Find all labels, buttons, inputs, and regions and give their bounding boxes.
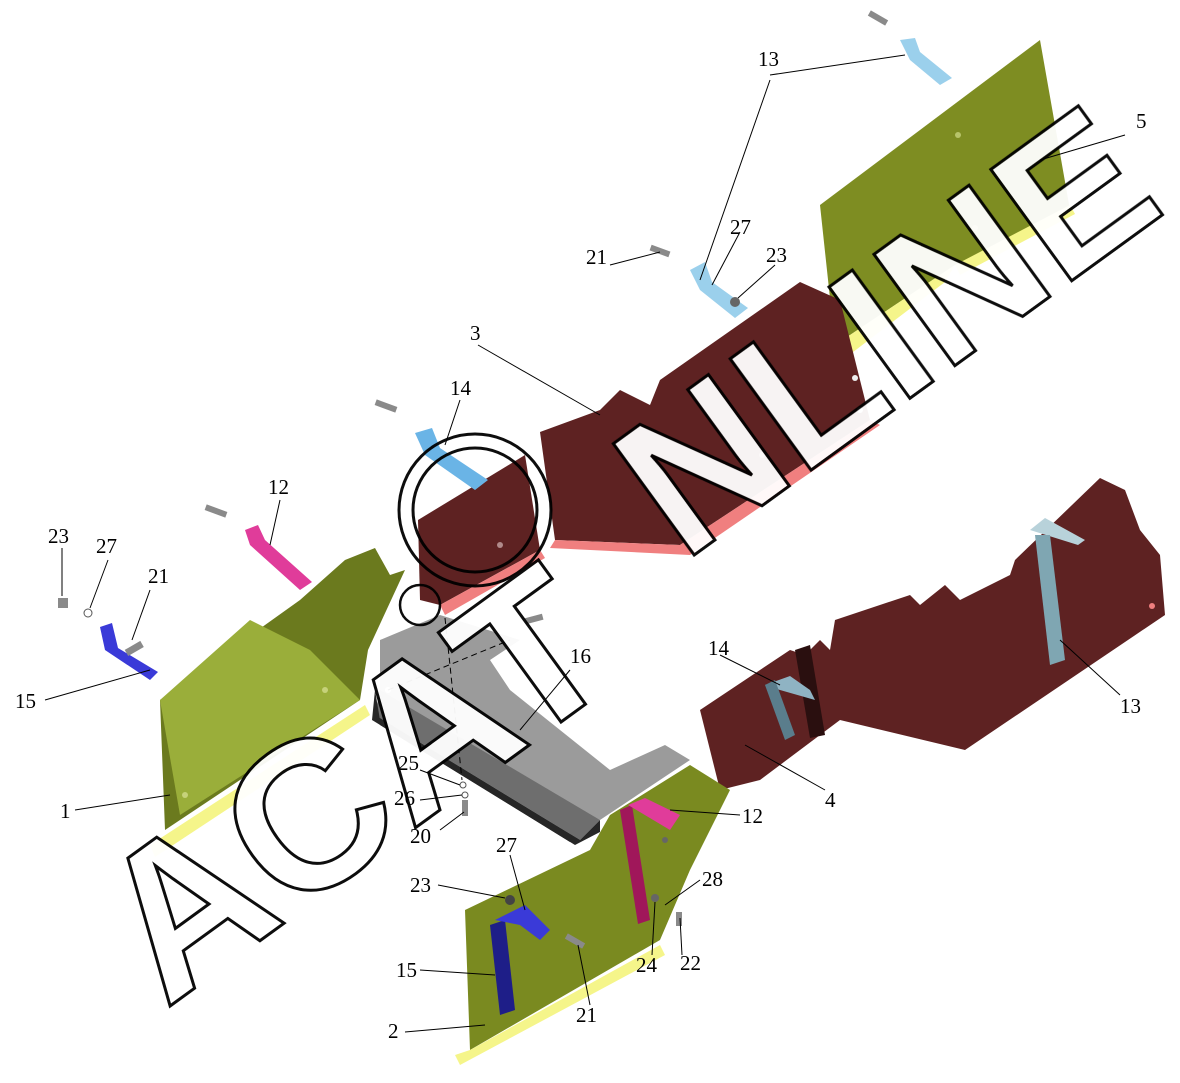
assembly-line — [444, 617, 463, 781]
fasteners — [58, 10, 889, 949]
bracket-15-upper — [100, 623, 158, 680]
label-21-lower: 21 — [576, 1003, 597, 1027]
part-2-panel — [455, 765, 730, 1065]
label-12-upper: 12 — [268, 475, 289, 499]
label-26: 26 — [394, 786, 415, 810]
label-24: 24 — [636, 953, 658, 977]
washer-27-upper — [83, 608, 93, 618]
label-22: 22 — [680, 951, 701, 975]
watermark-ring-outer — [397, 432, 553, 588]
label-21-mid: 21 — [586, 245, 607, 269]
label-27-upper: 27 — [96, 534, 117, 558]
label-2: 2 — [388, 1019, 399, 1043]
label-5: 5 — [1136, 109, 1147, 133]
assembly-line-2 — [387, 639, 511, 691]
label-23-lower: 23 — [410, 873, 431, 897]
bolt-top — [867, 10, 889, 26]
label-15-lower: 15 — [396, 958, 417, 982]
label-3: 3 — [470, 321, 481, 345]
label-13-lower: 13 — [1120, 694, 1141, 718]
label-14-upper: 14 — [450, 376, 472, 400]
label-25: 25 — [398, 751, 419, 775]
label-20: 20 — [410, 824, 431, 848]
bolt-21-upper — [124, 640, 144, 656]
bolt-22 — [676, 912, 682, 926]
watermark-ring-inner — [411, 446, 539, 574]
bracket-12-upper — [245, 525, 312, 590]
watermark-dot — [398, 583, 442, 627]
nut-23-upper — [58, 598, 68, 608]
part-labels: 23 27 21 15 1 12 14 3 21 27 23 13 5 16 1… — [15, 47, 1147, 1043]
bracket-13-lower — [1030, 518, 1085, 665]
label-14-lower: 14 — [708, 636, 730, 660]
label-4: 4 — [825, 788, 836, 812]
nut-23-mid — [730, 297, 740, 307]
bolt-21-mid — [649, 244, 671, 258]
label-16: 16 — [570, 644, 591, 668]
label-21-upper: 21 — [148, 564, 169, 588]
bolt-20 — [462, 800, 468, 816]
part-5-panel — [820, 40, 1075, 362]
label-15-upper: 15 — [15, 689, 36, 713]
leader-lines — [44, 54, 1126, 1033]
nut-24 — [651, 894, 659, 902]
bolt-12-upper — [204, 504, 228, 518]
label-13-upper: 13 — [758, 47, 779, 71]
bolt-21-lower — [564, 933, 586, 949]
bracket-15-lower — [490, 905, 550, 1015]
bolt-14-upper — [374, 399, 398, 413]
label-23-upper: 23 — [48, 524, 69, 548]
bracket-14-lower — [765, 676, 815, 740]
bolt-16 — [524, 613, 544, 625]
label-28: 28 — [702, 867, 723, 891]
label-27-lower: 27 — [496, 833, 517, 857]
bracket-14-upper — [415, 428, 488, 490]
bracket-12-lower — [620, 798, 680, 924]
bolt-12-lower — [662, 837, 668, 843]
label-12-lower: 12 — [742, 804, 763, 828]
label-1: 1 — [60, 799, 71, 823]
part-1-panel — [150, 548, 405, 857]
nut-23-lower — [505, 895, 515, 905]
label-23-mid: 23 — [766, 243, 787, 267]
label-27-mid: 27 — [730, 215, 751, 239]
